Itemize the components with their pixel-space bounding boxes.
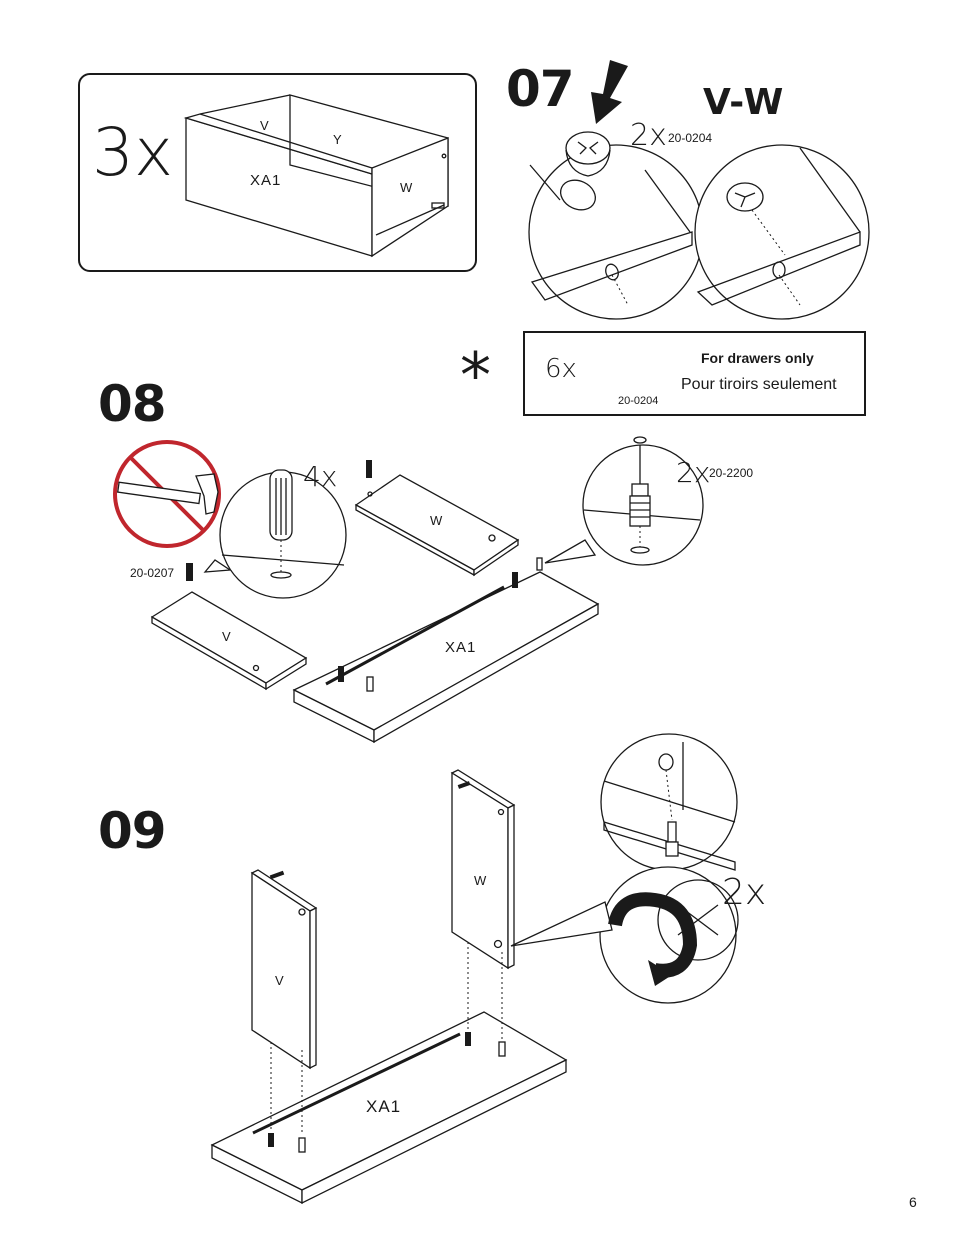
note-part-code: 20-0204 (618, 395, 659, 407)
panel-w-09 (450, 769, 516, 970)
no-hammer-icon (113, 440, 221, 548)
step-07-number: 07 (506, 60, 575, 118)
label-xa1-08: XA1 (445, 639, 477, 656)
note-count: 6x (545, 354, 577, 384)
cam-lock-detail-right (694, 144, 870, 320)
note-subtitle: Pour tiroirs seulement (681, 376, 837, 393)
step-08-bolt-count: 2x (676, 456, 711, 489)
label-xa1-09: XA1 (366, 1097, 402, 1116)
label-y-drawer: Y (333, 132, 343, 147)
step-08-dowel-code: 20-0207 (130, 566, 175, 580)
drawer-illustration (183, 94, 449, 258)
base-xa1-09 (210, 942, 568, 1205)
panel-v-09 (250, 869, 318, 1070)
base-xa1-08 (292, 557, 600, 744)
drawer-summary-box (78, 73, 477, 272)
step-07-title: V-W (703, 82, 785, 123)
step-08-dowel-count: 4x (303, 460, 338, 493)
label-v-09: V (275, 973, 285, 988)
panel-v-08 (150, 591, 308, 691)
drawer-count: 3x (92, 114, 174, 191)
step-09-count: 2x (722, 872, 767, 913)
cam-turn-detail (510, 866, 739, 1004)
cam-lock-detail-left (528, 131, 704, 320)
label-w-08: W (430, 513, 444, 528)
label-v-drawer: V (260, 118, 270, 133)
label-w-09: W (474, 873, 488, 888)
step-09-number: 09 (98, 802, 167, 860)
down-arrow-icon (591, 60, 628, 124)
label-w-drawer: W (400, 180, 414, 195)
page-number: 6 (909, 1194, 917, 1210)
drawers-only-note (523, 331, 866, 416)
note-title: For drawers only (701, 350, 814, 366)
bolt-detail (544, 436, 704, 566)
step-07-count: 2x (630, 118, 667, 153)
bolt-insert-detail (600, 733, 738, 871)
panel-w-08 (354, 474, 520, 577)
step-07-part-code: 20-0204 (668, 131, 713, 145)
label-xa1-drawer: XA1 (250, 172, 282, 189)
dowel-detail (203, 469, 347, 599)
step-08-bolt-code: 20-2200 (709, 466, 754, 480)
step-08-number: 08 (98, 375, 167, 433)
label-v-08: V (222, 629, 232, 644)
asterisk-icon: * (460, 339, 491, 412)
